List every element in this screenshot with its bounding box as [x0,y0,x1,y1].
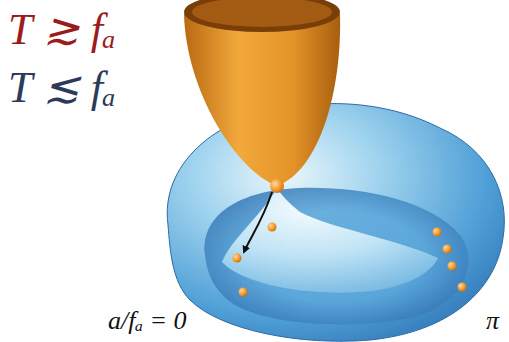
minimum-label: a/fₐ = 0 [108,308,187,334]
pi-label: π [486,308,499,334]
low-temperature-label: T ≲ fₐ [8,66,116,110]
high-temperature-label: T ≳ fₐ [8,8,116,52]
